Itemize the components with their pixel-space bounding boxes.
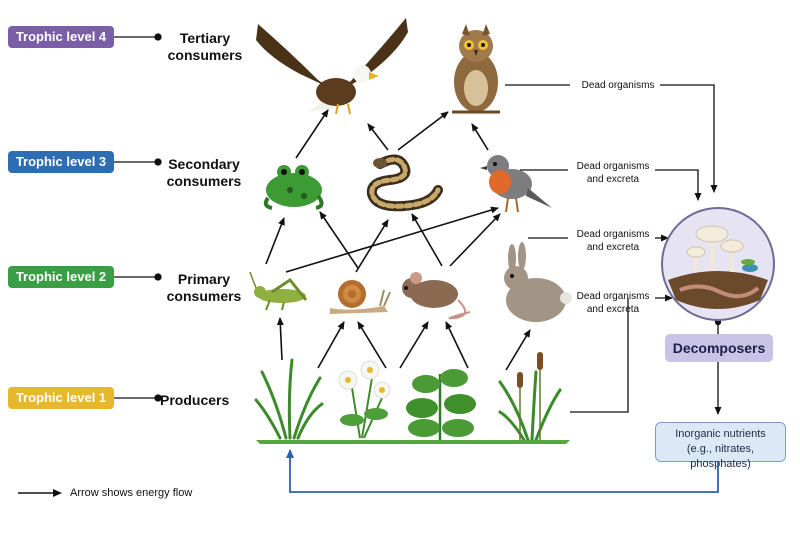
label-line: consumers [167,47,243,63]
inorganic-nutrients-box: Inorganic nutrients (e.g., nitrates, pho… [655,422,786,470]
note-line: Dead organisms [576,291,650,302]
mushroom-soil-icon [661,207,775,321]
note-line: and excreta [586,174,640,185]
owl-icon [452,24,500,114]
legend-text: Arrow shows energy flow [70,487,193,499]
leafy-plant-icon [406,369,476,440]
label-secondary-consumers: Secondary consumers [158,156,250,190]
badge-trophic-level-4: Trophic level 4 [8,26,114,48]
nutrient-cycle-arrow [286,449,719,493]
label-tertiary-consumers: Tertiary consumers [160,30,250,64]
mouse-icon [402,272,471,320]
note-dead-organisms-excreta-3: Dead organisms and excreta [566,290,660,316]
label-primary-consumers: Primary consumers [158,271,250,305]
label-line: Primary [177,271,231,287]
note-dead-organisms-excreta-2: Dead organisms and excreta [566,228,660,254]
badge-trophic-level-2: Trophic level 2 [8,266,114,288]
snake-icon [366,154,443,212]
label-producers: Producers [160,392,230,408]
daisy-icon [338,360,391,439]
legend: Arrow shows energy flow [18,487,192,499]
badge-trophic-level-1: Trophic level 1 [8,387,114,409]
snail-icon [330,280,391,314]
grasshopper-icon [249,271,308,311]
eagle-icon [256,18,408,115]
note-line: and excreta [586,242,640,253]
badge-trophic-level-3: Trophic level 3 [8,151,114,173]
energy-flow-arrows [265,109,531,371]
decomposer-links [714,318,722,415]
frog-icon [263,165,324,210]
note-dead-organisms-excreta-1: Dead organisms and excreta [566,160,660,186]
label-line: consumers [166,288,242,304]
note-line: and excreta [586,304,640,315]
badge-connectors [114,33,162,402]
note-line: Dead organisms [576,161,650,172]
note-dead-organisms: Dead organisms [581,80,655,91]
note-line: Dead organisms [576,229,650,240]
label-line: Secondary [168,156,240,172]
nutrients-line: (e.g., nitrates, phosphates) [686,443,755,470]
cattail-grass-icon [498,352,562,442]
label-line: consumers [166,173,242,189]
label-line: Tertiary [179,30,231,46]
ground-grass [256,440,570,444]
rabbit-icon [504,242,572,322]
robin-icon [480,155,552,213]
grass-icon [254,358,324,440]
legend-arrow-icon [18,489,62,497]
decomposers-box: Decomposers [665,334,773,362]
nutrients-line: Inorganic nutrients [675,428,766,440]
dead-organism-flows [505,84,718,413]
